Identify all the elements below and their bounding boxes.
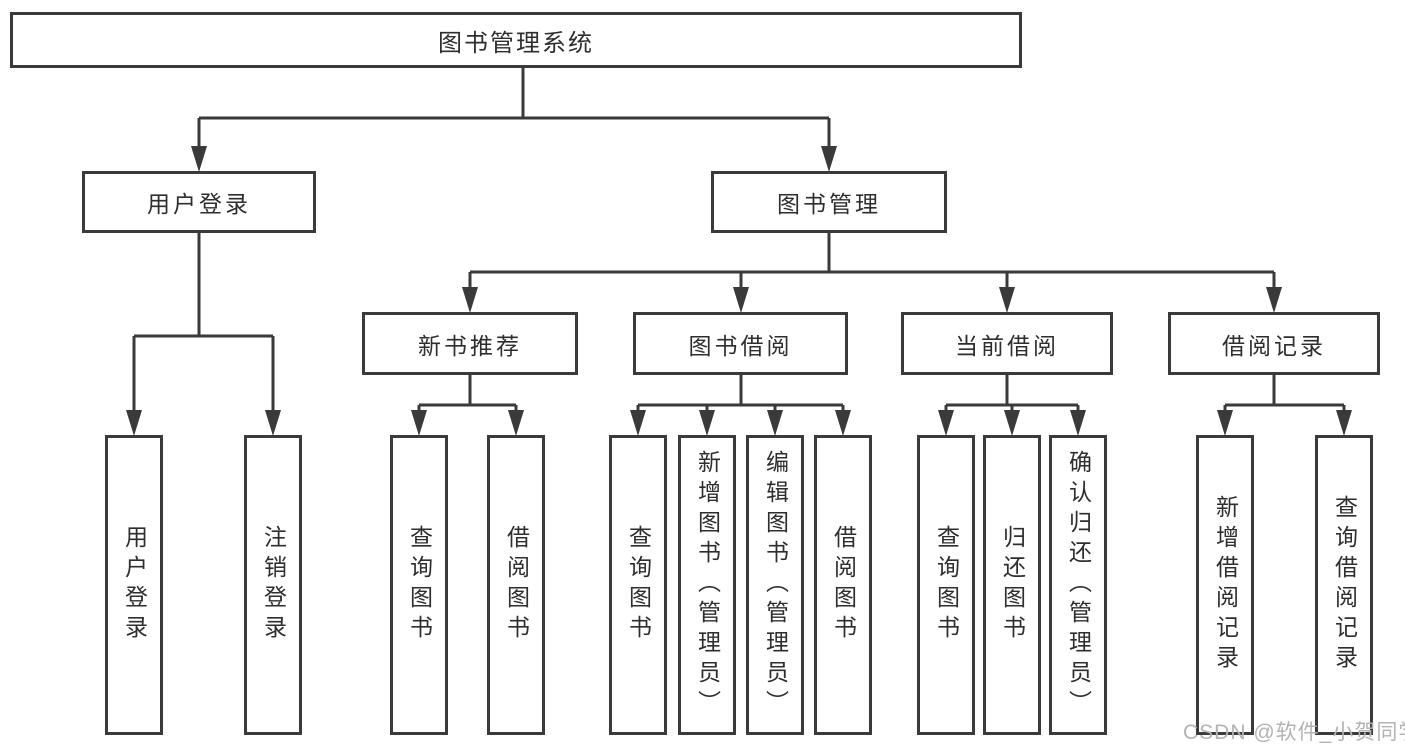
leaf-query-book-3: 查询图书 (917, 435, 975, 735)
arrowhead-icon (1336, 410, 1352, 436)
connector-group (132, 68, 1346, 414)
node-root-label: 图书管理系统 (438, 29, 594, 57)
leaf-borrow-book-1: 借阅图书 (487, 435, 545, 735)
leaf-query-borrow-record-label: 查询借阅记录 (1331, 495, 1358, 675)
node-new-book-recommend: 新书推荐 (362, 312, 578, 375)
node-user-login-label: 用户登录 (147, 191, 251, 217)
arrowhead-icon (835, 410, 851, 436)
leaf-edit-book-admin-label: 编辑图书（管理员） (762, 450, 789, 720)
connector-bookborrow-to-leaves (636, 375, 845, 414)
leaf-query-book-1-label: 查询图书 (406, 525, 433, 645)
leaf-logout: 注销登录 (244, 435, 302, 735)
connector-newbookrec-to-leaves (417, 375, 518, 414)
arrowhead-icon (265, 410, 281, 436)
node-book-management-label: 图书管理 (777, 191, 881, 217)
connector-borrowrecords-to-leaves (1223, 375, 1346, 414)
arrowhead-icon (1070, 410, 1086, 436)
arrowhead-icon (191, 146, 207, 172)
arrowhead-icon (938, 410, 954, 436)
connector-currentborrow-to-leaves (944, 375, 1080, 414)
leaf-logout-label: 注销登录 (260, 525, 287, 645)
node-new-book-recommend-label: 新书推荐 (418, 332, 522, 359)
leaf-query-book-1: 查询图书 (390, 435, 448, 735)
arrowhead-icon (630, 410, 646, 436)
arrowhead-icon (462, 287, 478, 313)
leaf-return-book: 归还图书 (983, 435, 1041, 735)
node-borrow-records: 借阅记录 (1168, 312, 1380, 375)
connector-bookmgmt-to-level3 (468, 233, 1276, 292)
connector-root-to-level2 (197, 68, 831, 150)
leaf-query-borrow-record: 查询借阅记录 (1315, 435, 1373, 735)
node-current-borrow-label: 当前借阅 (955, 332, 1059, 359)
arrowhead-icon (733, 287, 749, 313)
node-book-borrow-label: 图书借阅 (688, 332, 793, 359)
arrowhead-icon (821, 146, 837, 172)
node-current-borrow: 当前借阅 (901, 312, 1113, 375)
node-root: 图书管理系统 (10, 12, 1022, 68)
leaf-user-login-label: 用户登录 (121, 525, 148, 645)
arrowhead-icon (699, 410, 715, 436)
leaf-add-borrow-record: 新增借阅记录 (1196, 435, 1254, 735)
arrowhead-icon (999, 287, 1015, 313)
leaf-add-book-admin-label: 新增图书（管理员） (694, 450, 721, 720)
leaf-query-book-2: 查询图书 (609, 435, 667, 735)
leaf-add-borrow-record-label: 新增借阅记录 (1212, 495, 1239, 675)
leaf-borrow-book-1-label: 借阅图书 (503, 525, 530, 645)
leaf-confirm-return-admin-label: 确认归还（管理员） (1065, 450, 1092, 720)
leaf-edit-book-admin: 编辑图书（管理员） (746, 435, 804, 735)
leaf-borrow-book-2: 借阅图书 (814, 435, 872, 735)
leaf-confirm-return-admin: 确认归还（管理员） (1049, 435, 1107, 735)
csdn-watermark: CSDN @软件_小贺同学 (1183, 721, 1405, 744)
arrowhead-icon (508, 410, 524, 436)
connector-userlogin-to-leaves (132, 233, 275, 414)
leaf-query-book-2-label: 查询图书 (625, 525, 652, 645)
leaf-user-login: 用户登录 (105, 435, 163, 735)
arrowhead-icon (1266, 287, 1282, 313)
arrowheads-group (126, 146, 1352, 436)
leaf-query-book-3-label: 查询图书 (933, 525, 960, 645)
leaf-return-book-label: 归还图书 (999, 525, 1026, 645)
arrowhead-icon (411, 410, 427, 436)
node-user-login: 用户登录 (82, 171, 316, 233)
node-borrow-records-label: 借阅记录 (1222, 332, 1326, 359)
arrowhead-icon (126, 410, 142, 436)
arrowhead-icon (1004, 410, 1020, 436)
arrowhead-icon (767, 410, 783, 436)
node-book-borrow: 图书借阅 (633, 312, 848, 375)
node-book-management: 图书管理 (711, 171, 947, 233)
leaf-borrow-book-2-label: 借阅图书 (830, 525, 857, 645)
arrowhead-icon (1217, 410, 1233, 436)
leaf-add-book-admin: 新增图书（管理员） (678, 435, 736, 735)
